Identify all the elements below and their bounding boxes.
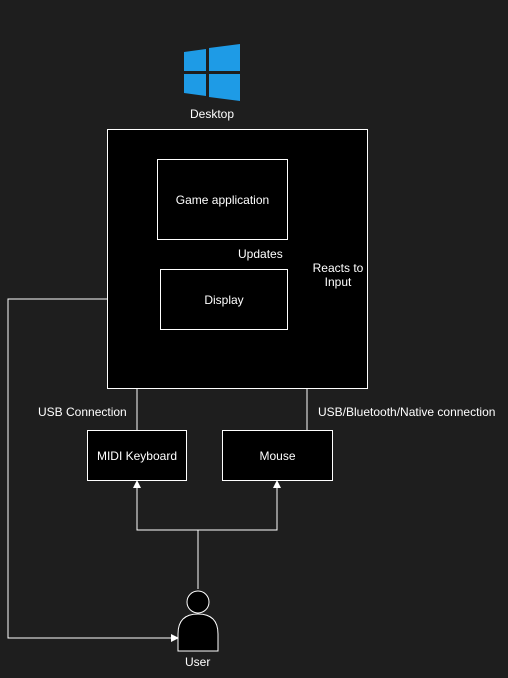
usb-connection-label: USB Connection xyxy=(38,405,127,419)
input-line: Input xyxy=(324,275,352,289)
display-label: Display xyxy=(204,292,244,307)
user-to-devices-connector xyxy=(133,480,199,589)
midi-keyboard-node: MIDI Keyboard xyxy=(87,430,187,481)
mouse-label: Mouse xyxy=(259,448,296,463)
windows-logo-icon xyxy=(184,44,240,101)
display-to-user-arrow xyxy=(7,298,179,642)
midi-keyboard-label: MIDI Keyboard xyxy=(96,448,178,463)
user-to-mouse-arrow xyxy=(198,480,281,531)
display-node: Display xyxy=(160,269,288,330)
desktop-label: Desktop xyxy=(190,107,235,121)
reacts-to-line: Reacts to xyxy=(312,261,364,275)
usb-bluetooth-native-label: USB/Bluetooth/Native connection xyxy=(318,405,496,419)
user-label: User xyxy=(185,655,211,669)
user-icon xyxy=(177,590,219,652)
updates-label: Updates xyxy=(238,247,283,261)
game-application-label: Game application xyxy=(175,192,270,207)
mouse-node: Mouse xyxy=(222,430,333,481)
game-application-node: Game application xyxy=(157,159,288,240)
reacts-to-input-label: Reacts to Input xyxy=(309,261,367,289)
